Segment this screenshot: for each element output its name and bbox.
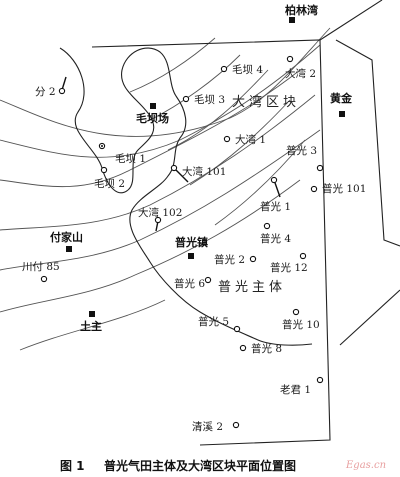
block-label-puguang: 普光主体 (218, 280, 286, 295)
town-label: 普光镇 (175, 235, 208, 249)
well-puguang2: 普光 2 (214, 253, 257, 266)
well-label: 普光 6 (174, 277, 205, 290)
well-label: 普光 4 (260, 232, 291, 245)
well-puguang6: 普光 6 (174, 276, 212, 290)
well-dawan1: 大湾 1 (223, 133, 266, 146)
well-puguang8: 普光 8 (239, 342, 282, 355)
well-maoba2: 毛坝 2 (94, 166, 125, 190)
well-label: 大湾 102 (138, 206, 182, 219)
well-chuanfu85: 川付 85 (22, 260, 60, 283)
town-fujiashan: 付家山 (50, 230, 83, 252)
figure-number: 图 1 (60, 459, 85, 473)
well-label: 毛坝 2 (94, 177, 125, 190)
well-puguang10: 普光 10 (282, 308, 320, 331)
wells: 分 2 毛坝 4 大湾 2 毛坝 3 大湾 1 普光 3 毛坝 1 (22, 55, 366, 433)
well-fen2: 分 2 (35, 76, 67, 98)
well-dawan2: 大湾 2 (285, 55, 316, 80)
block-label-dawan: 大湾区块 (232, 94, 300, 110)
contour-outline (59, 47, 313, 346)
well-label: 普光 3 (286, 144, 317, 157)
well-label: 大湾 101 (182, 165, 226, 178)
well-label: 清溪 2 (192, 420, 223, 433)
well-puguang101: 普光 101 (310, 182, 366, 195)
well-puguang4: 普光 4 (260, 222, 291, 245)
well-label: 普光 5 (198, 315, 229, 328)
well-label: 毛坝 1 (115, 152, 146, 165)
town-label: 柏林湾 (285, 3, 318, 17)
well-maoba3: 毛坝 3 (182, 93, 225, 106)
town-tuzhu: 土主 (80, 311, 102, 333)
well-label: 分 2 (35, 86, 56, 98)
well-label: 川付 85 (22, 260, 60, 273)
well-label: 大湾 2 (285, 67, 316, 80)
figure-caption: 普光气田主体及大湾区块平面位置图 (104, 458, 296, 473)
well-label: 老君 1 (280, 383, 311, 396)
town-huangjin: 黄金 (330, 91, 353, 117)
well-label: 大湾 1 (235, 133, 266, 146)
well-label: 普光 10 (282, 318, 320, 331)
study-area-boundary (91, 0, 400, 446)
well-label: 普光 1 (260, 200, 291, 213)
town-label: 付家山 (50, 230, 83, 244)
well-puguang5: 普光 5 (198, 315, 241, 333)
town-label: 黄金 (330, 91, 353, 105)
town-puguangzhen: 普光镇 (175, 235, 208, 259)
well-dawan102: 大湾 102 (138, 206, 182, 232)
well-puguang1: 普光 1 (260, 176, 291, 213)
well-label: 毛坝 3 (194, 93, 225, 106)
town-bailinwan: 柏林湾 (285, 3, 318, 23)
well-label: 毛坝 4 (232, 63, 263, 76)
well-qingxi2: 清溪 2 (192, 420, 240, 433)
well-label: 普光 12 (270, 261, 308, 274)
fault-lines (0, 27, 331, 351)
well-maoba1: 毛坝 1 (98, 142, 146, 165)
well-maoba4: 毛坝 4 (220, 63, 263, 76)
well-label: 普光 101 (322, 182, 366, 195)
well-dawan101: 大湾 101 (170, 164, 226, 183)
town-label: 土主 (80, 319, 102, 333)
watermark: Egas.cn (345, 460, 386, 471)
well-laojun1: 老君 1 (280, 376, 324, 396)
well-label: 普光 2 (214, 253, 245, 266)
well-puguang12: 普光 12 (270, 252, 308, 274)
town-label: 毛坝场 (136, 111, 169, 125)
town-maobachang: 毛坝场 (136, 103, 169, 125)
well-puguang3: 普光 3 (286, 144, 324, 172)
well-label: 普光 8 (251, 342, 282, 355)
